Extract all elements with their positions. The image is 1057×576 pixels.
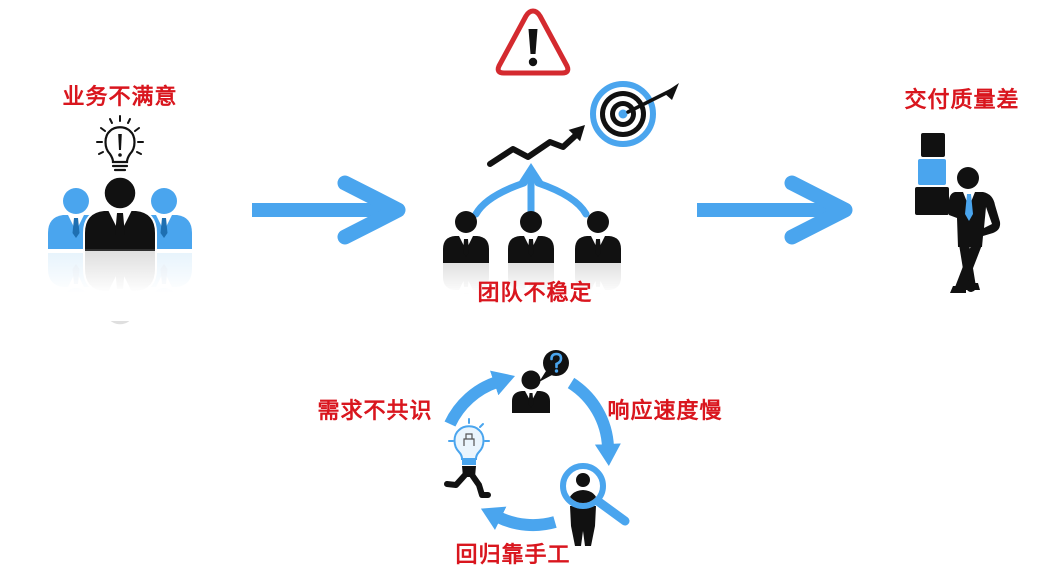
label-requirements-no-consensus: 需求不共识 (317, 399, 433, 424)
label-response-slow: 响应速度慢 (607, 399, 723, 424)
label-regression-manual: 回归靠手工 (455, 543, 571, 568)
person-leader (83, 176, 157, 253)
cycle-arrows-icon (444, 370, 621, 532)
arrow-right-icon (697, 175, 853, 245)
target-icon (590, 81, 679, 147)
label-team-unstable: 团队不稳定 (477, 281, 593, 306)
team-growth-target-icon (435, 81, 679, 315)
magnifier-person-icon (560, 463, 630, 546)
man-carrying-boxes-icon (915, 133, 1001, 293)
team-people-icon (435, 211, 630, 315)
arrow-right-icon (252, 175, 406, 245)
team-member (443, 211, 489, 263)
reflection-fade (435, 263, 630, 315)
question-person-icon (512, 350, 569, 413)
reflection-fade (40, 251, 200, 321)
team-member (508, 211, 554, 263)
business-people-idea-icon (40, 115, 200, 326)
speech-bubble-icon (539, 350, 569, 382)
people-group (48, 176, 192, 253)
team-member (575, 211, 621, 263)
converging-arrows-icon (472, 163, 590, 218)
running-lightbulb-icon (444, 418, 491, 498)
label-business-unsatisfied: 业务不满意 (62, 85, 178, 110)
growth-arrow-icon (487, 125, 585, 167)
label-delivery-quality-poor: 交付质量差 (904, 88, 1020, 113)
people-group (443, 211, 621, 263)
warning-icon (495, 8, 571, 76)
